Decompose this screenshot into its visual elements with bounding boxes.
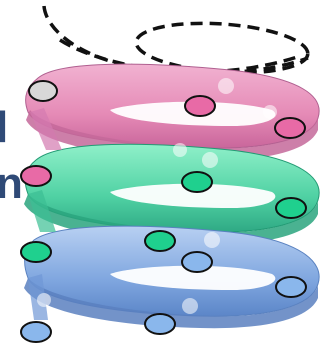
bead-middle-3 bbox=[144, 230, 176, 252]
bead-middle-4 bbox=[20, 241, 52, 263]
bead-top-3 bbox=[20, 165, 52, 187]
partial-side-text: l n bbox=[0, 100, 23, 212]
bead-middle-2 bbox=[275, 197, 307, 219]
bead-top-1 bbox=[184, 95, 216, 117]
side-text-line-2: n bbox=[0, 159, 23, 208]
bead-bottom-3 bbox=[144, 313, 176, 335]
side-text-line-1: l bbox=[0, 103, 9, 152]
bead-middle-1 bbox=[181, 171, 213, 193]
helix-connectors bbox=[28, 108, 62, 320]
bead-bottom-4 bbox=[20, 321, 52, 343]
bead-bottom-2 bbox=[275, 276, 307, 298]
bead-bottom-1 bbox=[181, 251, 213, 273]
bead-start bbox=[28, 80, 58, 102]
bead-top-2 bbox=[274, 117, 306, 139]
highlight-dots bbox=[37, 78, 277, 314]
amino-acid-beads bbox=[20, 80, 307, 343]
